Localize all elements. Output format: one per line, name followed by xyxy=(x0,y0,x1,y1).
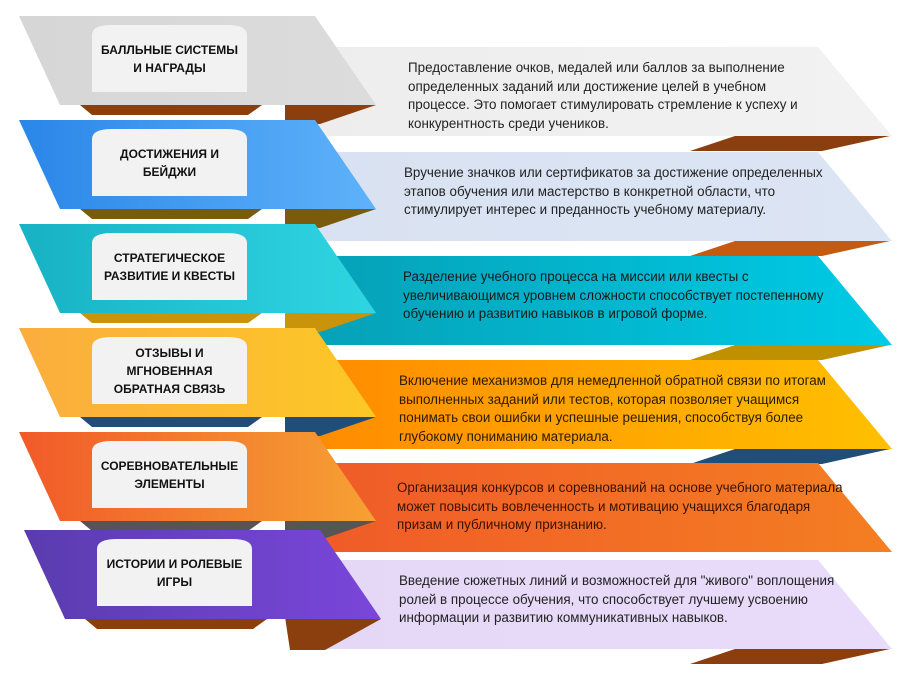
description-panel xyxy=(300,360,892,449)
category-description: Введение сюжетных линий и возможностей д… xyxy=(399,573,835,626)
description-panel xyxy=(300,560,892,649)
category-title: ДОСТИЖЕНИЯ И БЕЙДЖИ xyxy=(120,146,219,179)
block-fold-shadow xyxy=(285,311,376,332)
description-panel xyxy=(300,152,892,241)
description-panel xyxy=(300,47,892,136)
description-panel xyxy=(300,256,892,345)
block-underside-shadow xyxy=(80,521,262,531)
category-label-box xyxy=(92,25,247,92)
panel-fold-shadow xyxy=(690,241,890,256)
category-description: Включение механизмов для немедленной обр… xyxy=(399,373,826,444)
category-description: Вручение значков или сертификатов за дос… xyxy=(404,165,823,218)
category-title: ОТЗЫВЫ И МГНОВЕННАЯ ОБРАТНАЯ СВЯЗЬ xyxy=(113,345,226,396)
category-label-box xyxy=(92,441,247,508)
block-fold-shadow xyxy=(285,207,376,228)
panel-fold-shadow xyxy=(690,345,890,360)
block-underside-shadow xyxy=(85,619,267,629)
panel-fold-shadow xyxy=(690,136,890,151)
category-description: Разделение учебного процесса на миссии и… xyxy=(403,269,824,322)
panel-fold-shadow xyxy=(690,649,890,664)
category-title: ИСТОРИИ И РОЛЕВЫЕ ИГРЫ xyxy=(106,556,243,589)
category-label-box xyxy=(92,129,247,196)
panel-fold-shadow xyxy=(690,449,890,464)
block-underside-shadow xyxy=(80,209,262,219)
block-underside-shadow xyxy=(80,105,262,115)
category-label-box xyxy=(92,337,247,404)
category-title: СТРАТЕГИЧЕСКОЕ РАЗВИТИЕ И КВЕСТЫ xyxy=(103,250,236,283)
category-title: СОРЕВНОВАТЕЛЬНЫЕ ЭЛЕМЕНТЫ xyxy=(100,458,239,491)
category-label-box xyxy=(92,233,247,300)
block-fold-shadow xyxy=(285,617,381,650)
block-underside-shadow xyxy=(80,417,262,427)
category-title: БАЛЛЬНЫЕ СИСТЕМЫ И НАГРАДЫ xyxy=(101,42,238,75)
category-description: Организация конкурсов и соревнований на … xyxy=(397,480,843,533)
block-fold-shadow xyxy=(285,103,376,124)
block-underside-shadow xyxy=(80,313,262,323)
block-fold-shadow xyxy=(285,415,376,436)
category-label-box xyxy=(97,539,252,606)
category-description: Предоставление очков, медалей или баллов… xyxy=(408,60,798,131)
description-panel xyxy=(300,463,892,552)
